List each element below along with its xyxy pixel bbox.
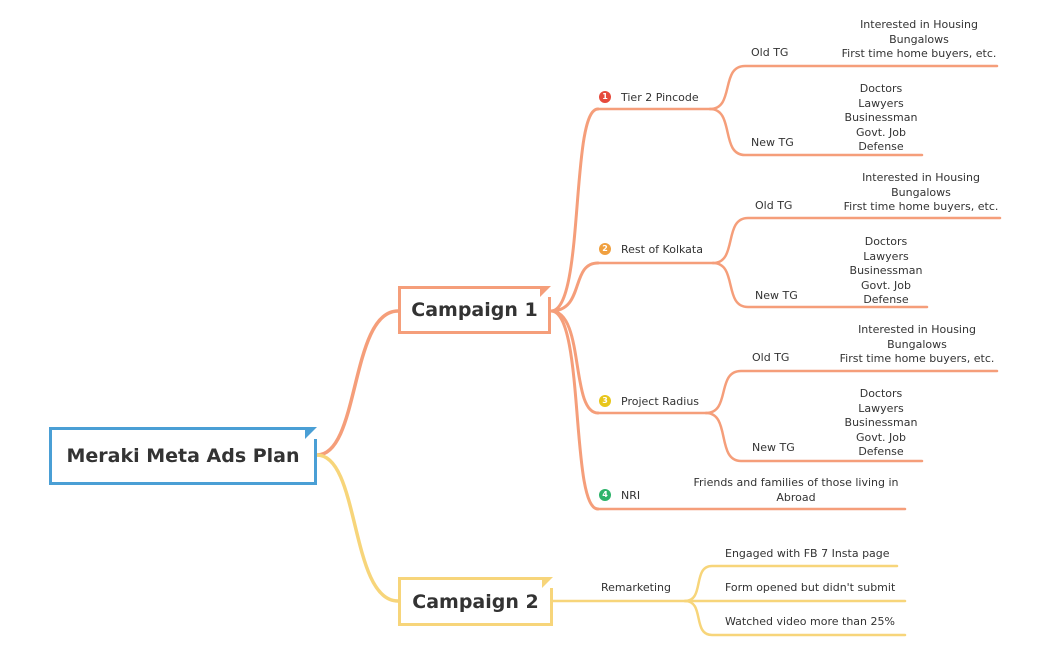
connector-c1-kolkata bbox=[549, 261, 600, 313]
branch-kolkata-label[interactable]: Rest of Kolkata bbox=[621, 243, 703, 256]
campaign1-node[interactable]: Campaign 1 bbox=[398, 286, 551, 334]
connector-radius-newtg bbox=[704, 411, 924, 463]
nri-items[interactable]: Friends and families of those living in … bbox=[693, 476, 899, 504]
connector-root-campaign1 bbox=[315, 309, 400, 457]
note-corner-icon bbox=[542, 577, 553, 588]
remarketing-item-2[interactable]: Form opened but didn't submit bbox=[725, 581, 896, 594]
kolkata-new-tg-items[interactable]: Doctors Lawyers Businessman Govt. Job De… bbox=[849, 235, 923, 306]
kolkata-old-tg-label[interactable]: Old TG bbox=[755, 199, 793, 212]
campaign2-label: Campaign 2 bbox=[412, 590, 539, 613]
kolkata-new-tg-label[interactable]: New TG bbox=[755, 289, 798, 302]
connector-c1-radius bbox=[549, 309, 600, 415]
campaign1-label: Campaign 1 bbox=[411, 299, 538, 321]
radius-old-tg-label[interactable]: Old TG bbox=[752, 351, 790, 364]
tier2-new-tg-label[interactable]: New TG bbox=[751, 136, 794, 149]
priority-2-icon: 2 bbox=[599, 243, 611, 255]
branch-tier2-label[interactable]: Tier 2 Pincode bbox=[621, 91, 699, 104]
connector-c1-tier2 bbox=[549, 107, 600, 313]
radius-new-tg-label[interactable]: New TG bbox=[752, 441, 795, 454]
priority-1-icon: 1 bbox=[599, 91, 611, 103]
connector-tier2-newtg bbox=[708, 107, 924, 157]
remarketing-item-3[interactable]: Watched video more than 25% bbox=[725, 615, 895, 628]
connector-root-campaign2 bbox=[315, 453, 400, 603]
campaign2-node[interactable]: Campaign 2 bbox=[398, 577, 553, 626]
kolkata-old-tg-items[interactable]: Interested in Housing Bungalows First ti… bbox=[843, 171, 999, 213]
note-corner-icon bbox=[540, 286, 551, 297]
radius-new-tg-items[interactable]: Doctors Lawyers Businessman Govt. Job De… bbox=[844, 387, 918, 458]
priority-3-icon: 3 bbox=[599, 395, 611, 407]
remarketing-item-1[interactable]: Engaged with FB 7 Insta page bbox=[725, 547, 890, 560]
radius-old-tg-items[interactable]: Interested in Housing Bungalows First ti… bbox=[839, 323, 995, 365]
connector-c1-nri bbox=[549, 309, 600, 511]
tier2-new-tg-items[interactable]: Doctors Lawyers Businessman Govt. Job De… bbox=[844, 82, 918, 153]
connector-remarketing-item3 bbox=[683, 599, 907, 637]
branch-radius-label[interactable]: Project Radius bbox=[621, 395, 700, 408]
priority-4-icon: 4 bbox=[599, 489, 611, 501]
branch-nri-label[interactable]: NRI bbox=[621, 489, 641, 502]
note-corner-icon bbox=[305, 427, 317, 439]
branch-remarketing-label[interactable]: Remarketing bbox=[601, 581, 671, 594]
connector-kolkata-newtg bbox=[711, 261, 929, 309]
tier2-old-tg-label[interactable]: Old TG bbox=[751, 46, 789, 59]
connector-tier2-oldtg bbox=[708, 64, 999, 111]
connector-kolkata-oldtg bbox=[711, 216, 1002, 265]
root-label: Meraki Meta Ads Plan bbox=[66, 445, 300, 467]
connector-radius-oldtg bbox=[704, 369, 999, 415]
tier2-old-tg-items[interactable]: Interested in Housing Bungalows First ti… bbox=[841, 18, 997, 60]
root-node[interactable]: Meraki Meta Ads Plan bbox=[49, 427, 317, 485]
